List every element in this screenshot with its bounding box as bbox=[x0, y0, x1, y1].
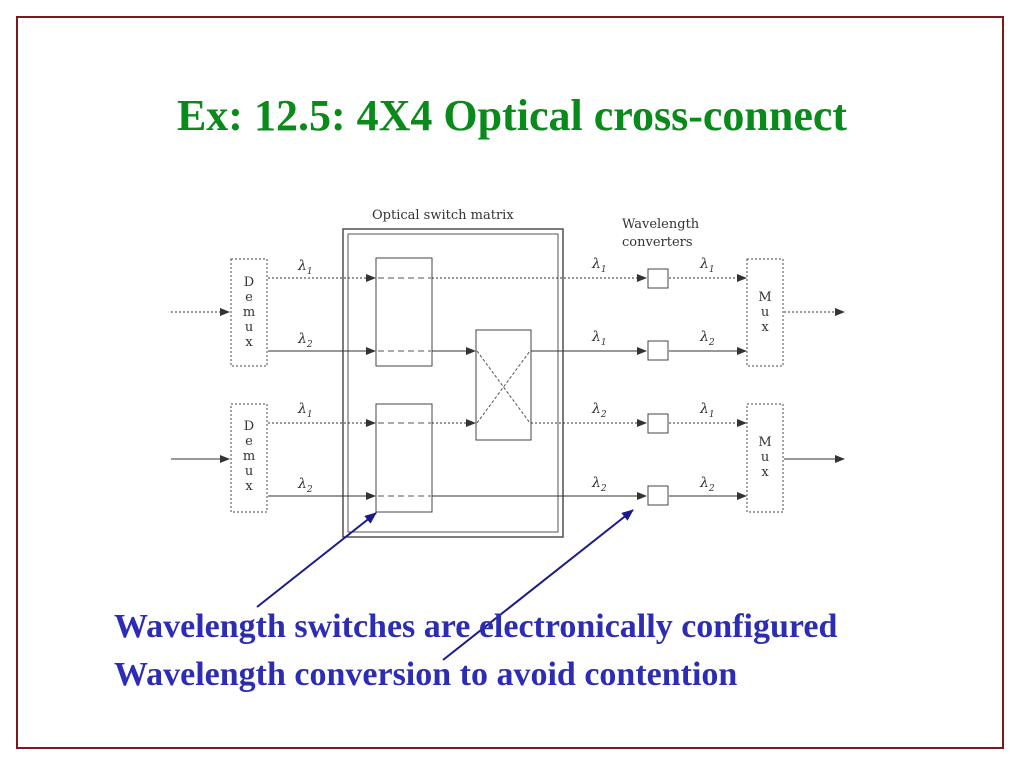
lambda-row3-mid: λ2 bbox=[591, 401, 607, 420]
lambda-row2-in: λ2 bbox=[297, 331, 313, 350]
svg-text:u: u bbox=[761, 305, 769, 320]
converter-row4 bbox=[647, 485, 669, 506]
svg-text:M: M bbox=[758, 435, 771, 450]
switch-matrix-frame-outer bbox=[342, 228, 564, 538]
pointer-arrow-to-converter bbox=[442, 509, 634, 661]
mux-box-top bbox=[746, 258, 784, 367]
svg-text:x: x bbox=[761, 320, 769, 335]
demux-label-bottom: D e m u x bbox=[243, 419, 255, 494]
demux-box-bottom bbox=[230, 403, 268, 513]
converters-label-line1: Wavelength bbox=[622, 217, 700, 232]
lambda-row4-out: λ2 bbox=[699, 475, 715, 494]
lambda-row4-mid: λ2 bbox=[591, 475, 607, 494]
slide-frame bbox=[16, 16, 1004, 749]
switch-matrix-label: Optical switch matrix bbox=[372, 208, 514, 223]
slide-title: Ex: 12.5: 4X4 Optical cross-connect bbox=[176, 91, 848, 140]
wavelength-switch-top bbox=[375, 257, 433, 367]
svg-text:x: x bbox=[245, 335, 253, 350]
svg-text:D: D bbox=[244, 419, 254, 434]
lambda-row3-out: λ1 bbox=[699, 401, 715, 420]
svg-text:u: u bbox=[245, 320, 253, 335]
mux-box-bottom bbox=[746, 403, 784, 513]
svg-text:M: M bbox=[758, 290, 771, 305]
svg-text:u: u bbox=[245, 464, 253, 479]
note-wavelength-switches: Wavelength switches are electronically c… bbox=[114, 608, 838, 645]
lambda-row2-mid: λ1 bbox=[591, 329, 607, 348]
mux-label-bottom: M u x bbox=[758, 435, 771, 480]
wavelength-switch-bottom bbox=[375, 403, 433, 513]
svg-text:u: u bbox=[761, 450, 769, 465]
lambda-row1-mid: λ1 bbox=[591, 256, 607, 275]
svg-text:e: e bbox=[245, 290, 253, 305]
lambda-row4-in: λ2 bbox=[297, 476, 313, 495]
mux-label-top: M u x bbox=[758, 290, 771, 335]
lambda-row1-out: λ1 bbox=[699, 256, 715, 275]
demux-box-top bbox=[230, 258, 268, 367]
converters-label-line2: converters bbox=[622, 235, 693, 250]
svg-text:m: m bbox=[243, 305, 255, 320]
svg-text:x: x bbox=[761, 465, 769, 480]
svg-text:x: x bbox=[245, 479, 253, 494]
converter-row2 bbox=[647, 340, 669, 361]
svg-text:e: e bbox=[245, 434, 253, 449]
converter-row3 bbox=[647, 413, 669, 434]
lambda-row3-in: λ1 bbox=[297, 401, 313, 420]
pointer-arrow-to-switch bbox=[256, 512, 377, 608]
demux-label-top: D e m u x bbox=[243, 275, 255, 350]
cross-switch bbox=[475, 329, 532, 441]
lambda-row2-out: λ2 bbox=[699, 329, 715, 348]
svg-text:m: m bbox=[243, 449, 255, 464]
svg-text:D: D bbox=[244, 275, 254, 290]
converter-row1 bbox=[647, 268, 669, 289]
switch-matrix-frame-inner bbox=[347, 233, 559, 533]
note-wavelength-conversion: Wavelength conversion to avoid contentio… bbox=[114, 656, 738, 693]
lambda-row1-in: λ1 bbox=[297, 258, 313, 277]
